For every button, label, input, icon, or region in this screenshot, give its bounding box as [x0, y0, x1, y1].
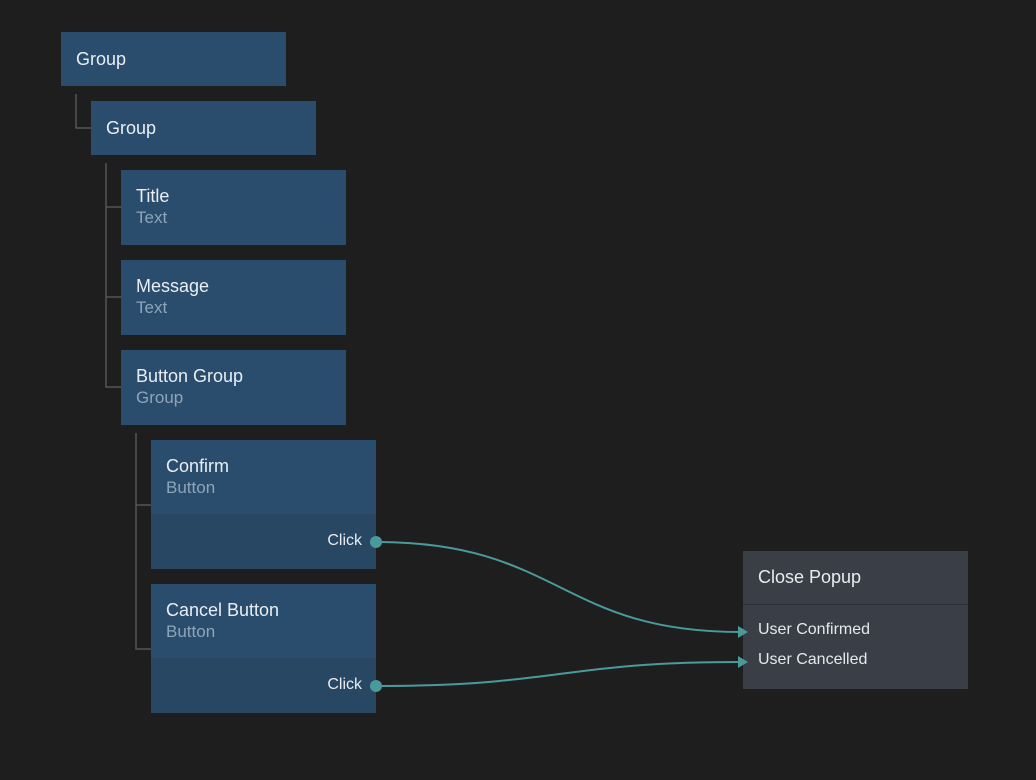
wire-confirm [375, 541, 741, 633]
node-button-group[interactable]: Button Group Group [121, 350, 346, 425]
wire-cancel [375, 661, 741, 687]
input-user-cancelled-label: User Cancelled [758, 651, 868, 668]
node-title: Title [136, 186, 170, 206]
output-click-port[interactable] [370, 680, 382, 692]
node-group-root[interactable]: Group [61, 32, 286, 86]
output-click-port[interactable] [370, 536, 382, 548]
node-title: Cancel Button [166, 600, 280, 620]
node-title: Group [76, 49, 127, 69]
tree-line-children [105, 163, 121, 388]
output-click-label: Click [327, 676, 362, 693]
tree-line-group [75, 94, 91, 129]
hierarchy-lines [75, 94, 151, 650]
output-ports: Click [151, 514, 376, 569]
output-ports: Click [151, 658, 376, 713]
tree-line-buttons [135, 433, 151, 650]
input-user-confirmed-label: User Confirmed [758, 621, 871, 638]
output-click-label: Click [327, 532, 362, 549]
node-title: Button Group [136, 366, 244, 386]
popup-title: Close Popup [743, 551, 968, 605]
node-type: Text [136, 298, 168, 317]
node-title: Message [136, 276, 210, 296]
node-close-popup[interactable]: Close Popup User Confirmed User Cancelle… [743, 551, 968, 689]
node-title: Group [106, 118, 157, 138]
node-title: Confirm [166, 456, 230, 476]
node-confirm-button[interactable]: Confirm Button Click [151, 440, 376, 569]
node-title-text[interactable]: Title Text [121, 170, 346, 245]
node-type: Text [136, 208, 168, 227]
input-user-cancelled-arrow[interactable] [738, 656, 748, 668]
node-type: Group [136, 388, 184, 407]
node-group-inner[interactable]: Group [91, 101, 316, 155]
node-type: Button [166, 478, 216, 497]
input-user-confirmed-arrow[interactable] [738, 626, 748, 638]
node-cancel-button[interactable]: Cancel Button Button Click [151, 584, 376, 713]
node-message-text[interactable]: Message Text [121, 260, 346, 335]
node-type: Button [166, 622, 216, 641]
